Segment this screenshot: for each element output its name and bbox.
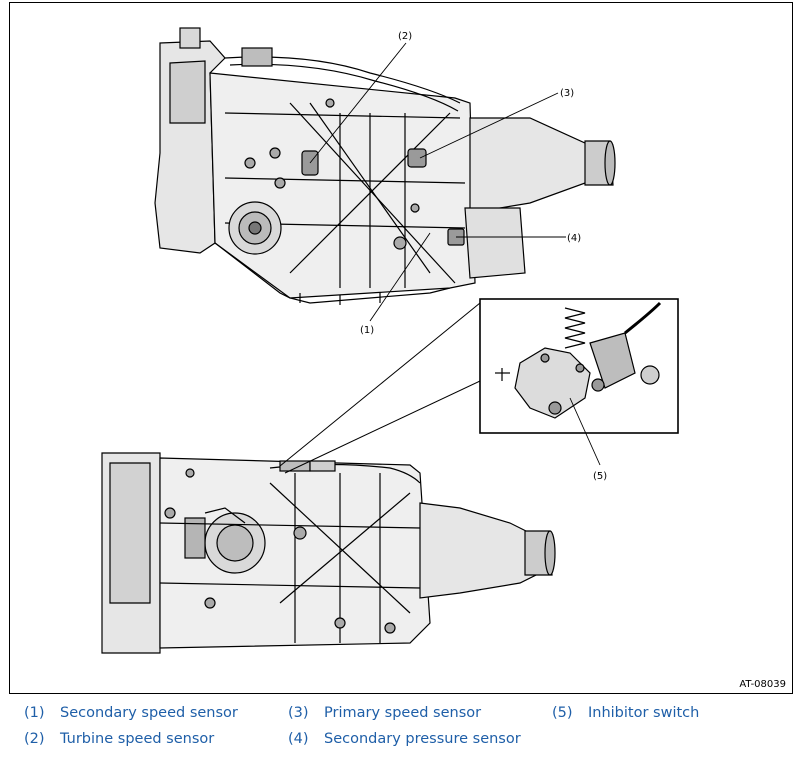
legend-num: (2)	[24, 731, 45, 747]
callout-5: (5)	[593, 471, 607, 482]
legend: (1) Secondary speed sensor (2) Turbine spe…	[0, 700, 803, 756]
transmission-illustration: (2) (3) (4) (1) (5)	[101, 27, 679, 654]
callout-4: (4)	[567, 233, 581, 244]
transmission-top-view	[154, 27, 616, 305]
legend-num: (1)	[24, 705, 45, 721]
figure-id: AT-08039	[739, 679, 786, 690]
legend-num: (3)	[288, 705, 309, 721]
callout-1: (1)	[360, 325, 374, 336]
callout-2: (2)	[398, 31, 412, 42]
legend-item-3: (3) Primary speed sensor	[288, 705, 481, 721]
legend-label: Primary speed sensor	[324, 705, 482, 721]
legend-label: Inhibitor switch	[588, 705, 700, 721]
legend-label: Secondary speed sensor	[60, 705, 238, 721]
legend-label: Secondary pressure sensor	[324, 731, 521, 747]
legend-item-2: (2) Turbine speed sensor	[24, 731, 214, 747]
legend-num: (4)	[288, 731, 309, 747]
legend-num: (5)	[552, 705, 573, 721]
legend-item-4: (4) Secondary pressure sensor	[288, 731, 521, 747]
inhibitor-switch-inset	[479, 298, 679, 434]
figure-frame: (2) (3) (4) (1) (5) AT-08039	[9, 2, 793, 694]
legend-label: Turbine speed sensor	[60, 731, 215, 747]
legend-item-1: (1) Secondary speed sensor	[24, 705, 238, 721]
legend-item-5: (5) Inhibitor switch	[552, 705, 699, 721]
callout-3: (3)	[560, 88, 574, 99]
transmission-bottom-view	[101, 452, 556, 654]
